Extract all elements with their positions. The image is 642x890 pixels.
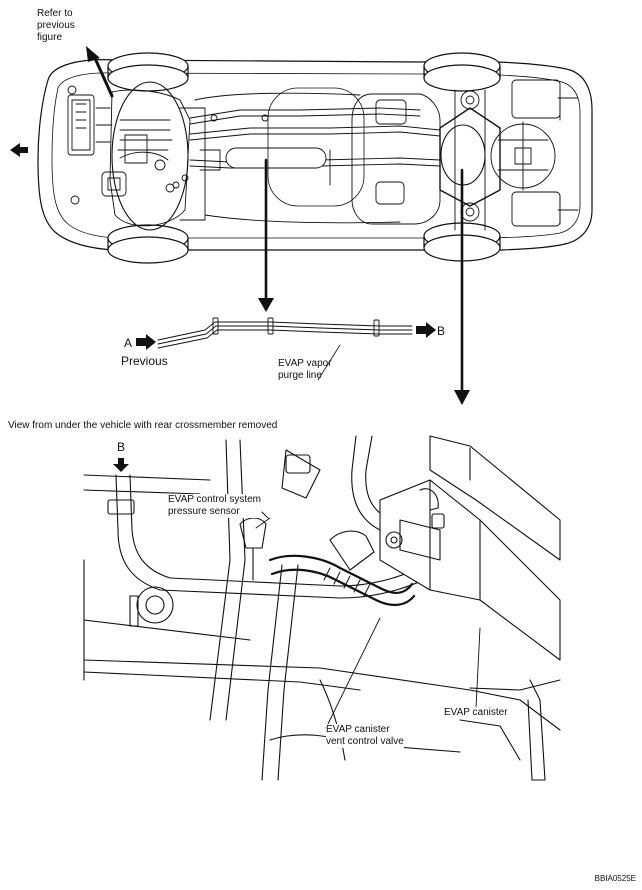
wheel-front-left	[107, 52, 189, 92]
purge-line-detail	[157, 317, 413, 349]
pressure-sensor-label: EVAP control system pressure sensor	[168, 494, 261, 518]
callout-box-center	[267, 87, 365, 207]
evap-canister-label: EVAP canister	[444, 707, 508, 719]
callout-circle-front	[111, 81, 189, 231]
figure-code: BBIA0525E	[594, 874, 636, 883]
wheel-rear-left	[423, 52, 501, 92]
flow-arrow-a	[136, 334, 156, 350]
underside-view	[83, 435, 561, 781]
refer-previous-figure-label: Refer to previous figure	[37, 8, 75, 43]
view-caption: View from under the vehicle with rear cr…	[8, 420, 278, 431]
previous-label: Previous	[121, 354, 168, 368]
purge-line-leader	[317, 344, 341, 381]
engine-compartment	[67, 85, 206, 227]
direction-arrow-left	[10, 143, 28, 157]
flow-label-a: A	[124, 336, 133, 350]
flow-label-b-bottom: B	[117, 440, 126, 454]
flow-label-b: B	[437, 324, 446, 338]
wheel-front-right	[107, 224, 189, 264]
pointer-arrow-right	[454, 168, 470, 405]
fuel-tank	[351, 93, 441, 225]
flow-arrow-b	[416, 322, 436, 338]
underbody-pipes	[172, 92, 441, 224]
vent-control-valve-label: EVAP canister vent control valve	[326, 724, 404, 748]
refer-arrow	[86, 46, 114, 98]
pointer-arrow-center	[258, 158, 274, 312]
purge-line-label: EVAP vapor purge line	[278, 358, 332, 381]
flow-arrow-b-bottom	[113, 458, 129, 472]
leader-lines	[255, 511, 481, 729]
